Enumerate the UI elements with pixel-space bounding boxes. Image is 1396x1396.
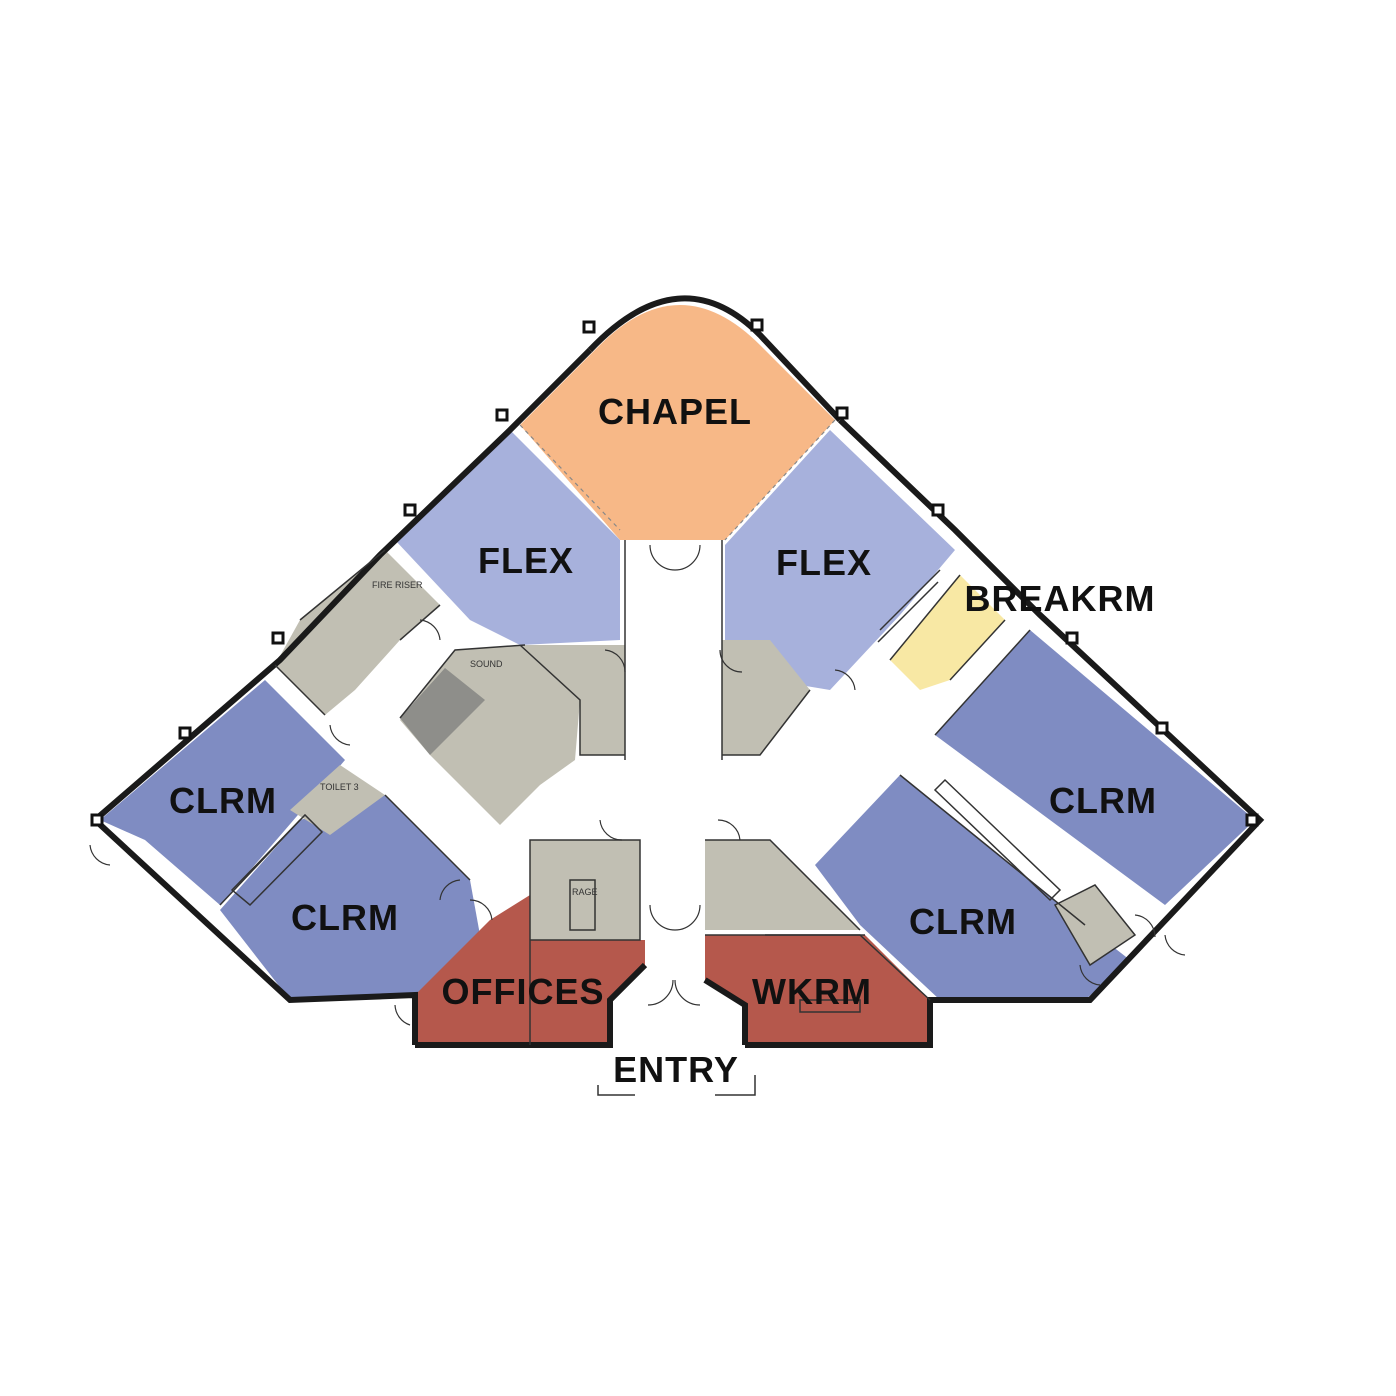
sound-label: SOUND: [470, 659, 503, 669]
breakroom-label: BREAKRM: [965, 578, 1156, 619]
entry-label: ENTRY: [613, 1049, 739, 1090]
flex-left-room: [395, 430, 620, 645]
storage-label: RAGE: [572, 887, 598, 897]
clrm-right-upper-room: [935, 630, 1255, 905]
restroom-right: [1055, 885, 1135, 965]
outer-wall-right: [745, 417, 1265, 1048]
outer-wall-left: [90, 347, 593, 1045]
clrm-left-upper-label: CLRM: [169, 780, 277, 821]
chapel-label: CHAPEL: [598, 391, 752, 432]
workroom-room: [705, 935, 930, 1045]
flex-left-label: FLEX: [478, 540, 574, 581]
wkrm-bottom-wall: [703, 977, 748, 1045]
offices-label: OFFICES: [441, 971, 604, 1012]
flex-right-label: FLEX: [776, 542, 872, 583]
toilet3-room: [290, 765, 385, 835]
storage-left-of-entry: [530, 840, 640, 940]
storage-right-of-entry: [705, 840, 860, 930]
clrm-left-lower-label: CLRM: [291, 897, 399, 938]
fire-riser-label: FIRE RISER: [372, 580, 423, 590]
offices-bottom-wall: [415, 962, 648, 1048]
chapel-partition: [519, 419, 836, 541]
clrm-right-lower-room: [815, 775, 1130, 1000]
toilet3-label: TOILET 3: [320, 782, 359, 792]
clrm-left-lower-room: [220, 795, 480, 1000]
chapel-room: [520, 305, 835, 540]
sound-dark: [400, 668, 485, 755]
clrm-right-upper-label: CLRM: [1049, 780, 1157, 821]
chapel-curved-wall: [587, 295, 843, 423]
breakroom: [890, 575, 1005, 690]
door-swings: [89, 544, 1186, 1026]
clrm-left-upper-room: [100, 680, 345, 905]
casework: [230, 569, 1062, 1013]
storage-near-flex-right: [722, 640, 810, 755]
clrm-right-lower-label: CLRM: [909, 901, 1017, 942]
entry-canopy: [597, 1075, 756, 1096]
restroom-cluster-upper-left: [275, 550, 440, 715]
flex-right-room: [725, 430, 955, 690]
storage-near-flex-left: [522, 645, 625, 755]
exterior-columns: [90, 318, 1259, 827]
workroom-label: WKRM: [752, 971, 872, 1012]
